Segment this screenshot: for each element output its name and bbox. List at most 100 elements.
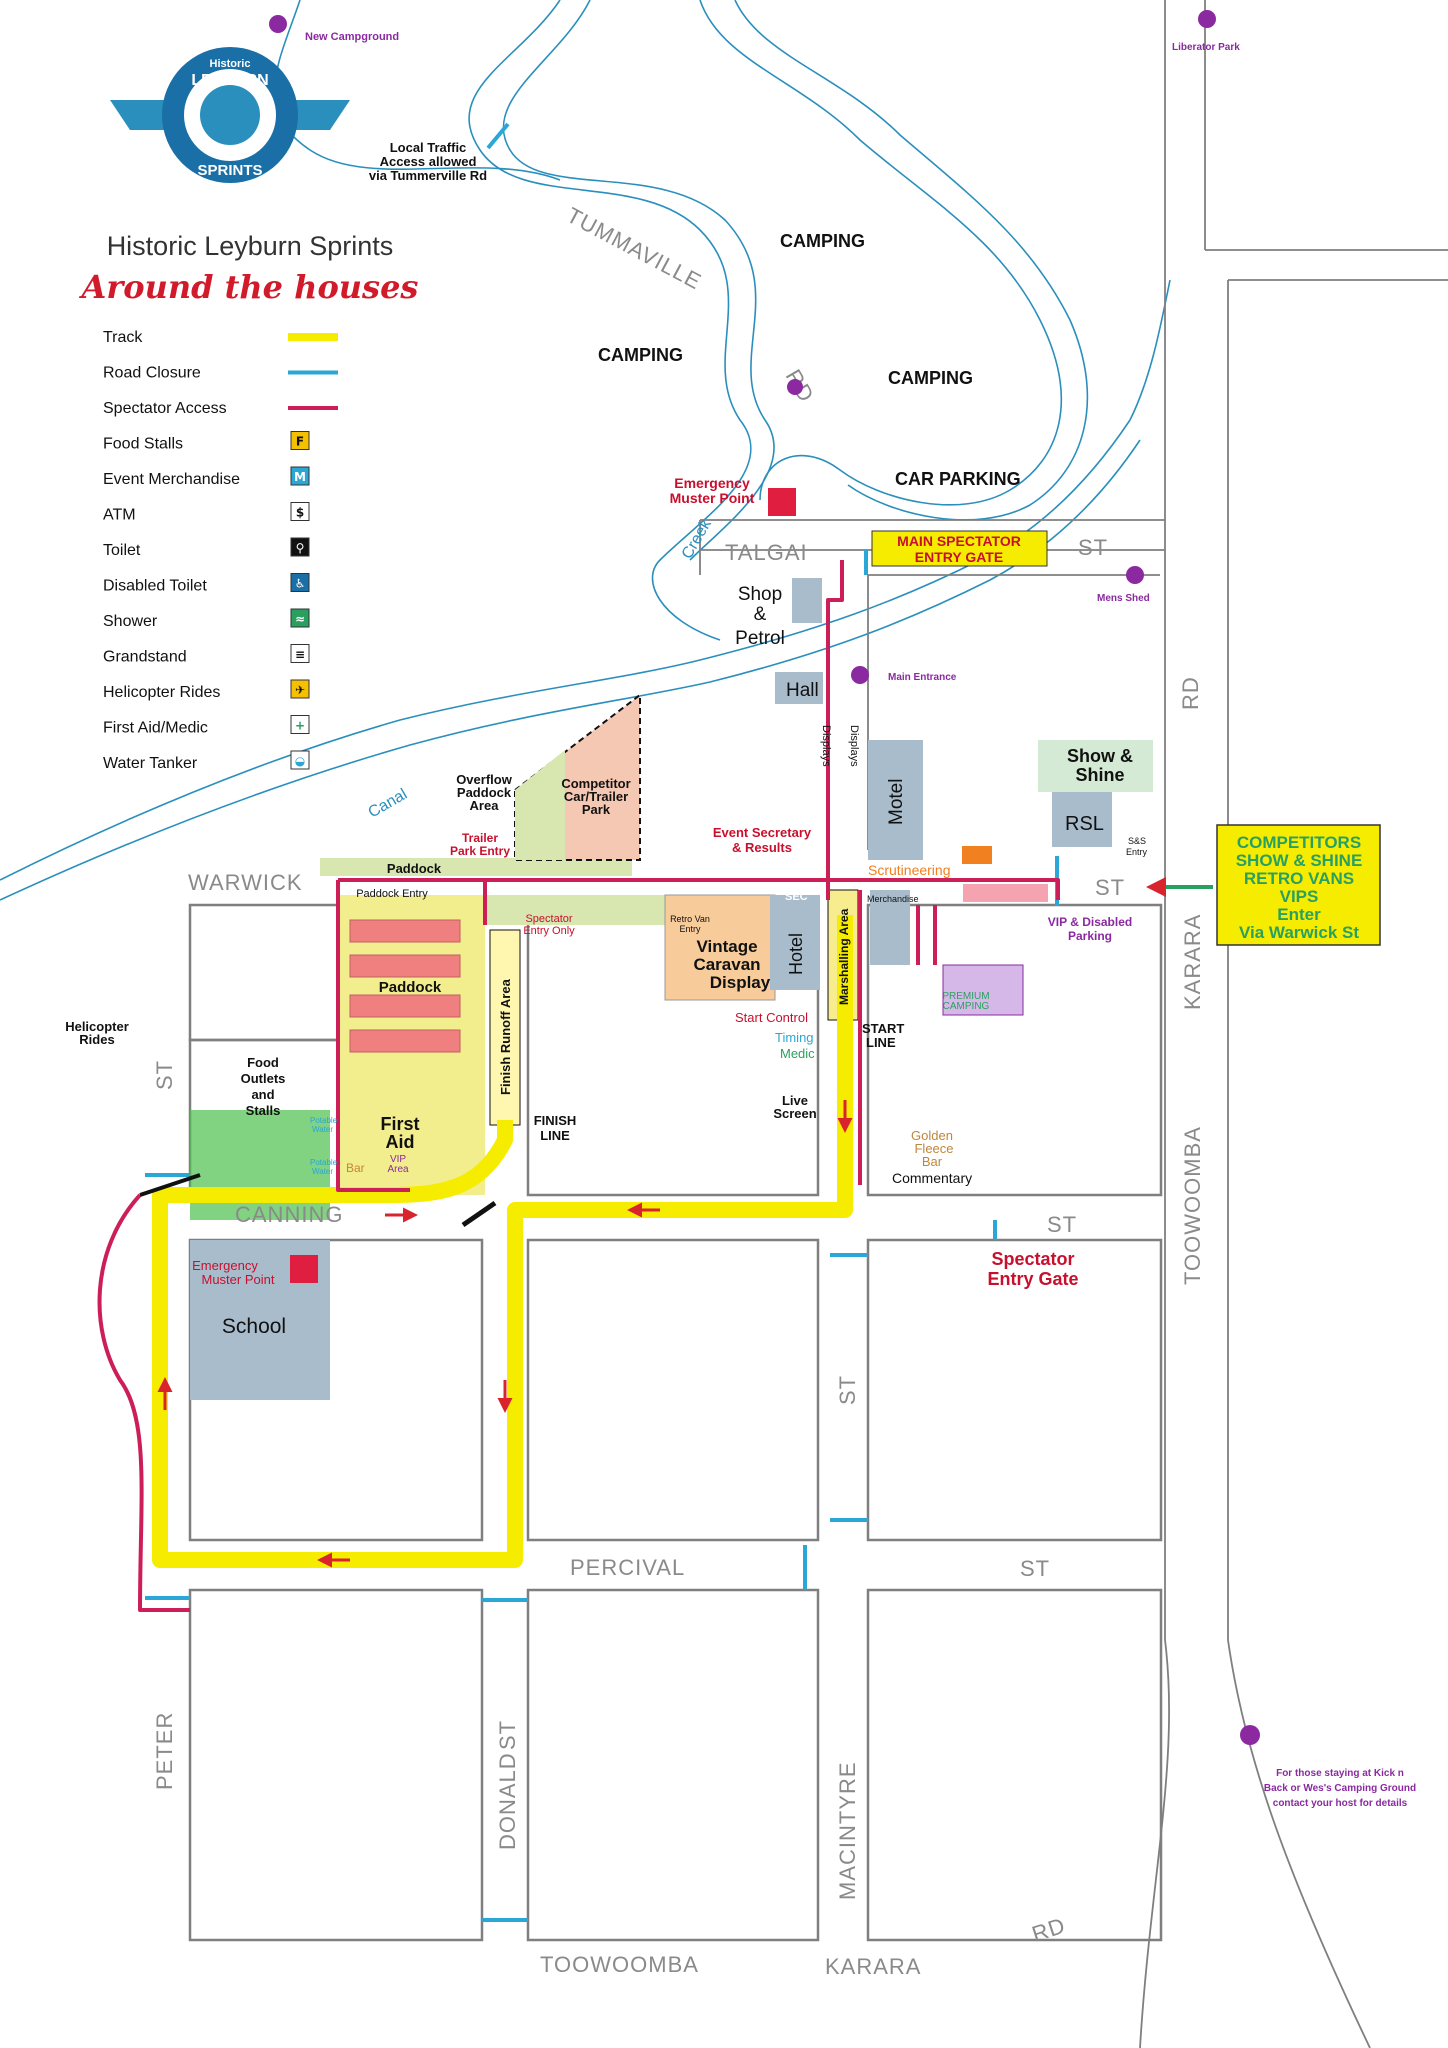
label-local-traffic-2: Access allowed	[380, 154, 477, 169]
svg-text:≡: ≡	[295, 648, 305, 662]
label-canal: Canal	[366, 786, 411, 822]
street-talgai-st: ST	[1078, 535, 1108, 560]
label-spectator-gate-1: Spectator	[991, 1249, 1074, 1269]
label-finish-line-2: LINE	[540, 1128, 570, 1143]
street-peter: PETER	[152, 1712, 177, 1790]
street-blocks	[188, 903, 1163, 1942]
label-potable-2a: Potable	[310, 1158, 338, 1167]
label-overflow-1: Overflow	[456, 772, 513, 787]
street-canning-st: ST	[1047, 1212, 1077, 1237]
paddock-entry-road	[139, 1173, 201, 1197]
label-timing: Timing	[775, 1030, 814, 1045]
label-medic: Medic	[780, 1046, 815, 1061]
logo-bottom-text: SPRINTS	[197, 162, 262, 179]
street-donald-st: ST	[495, 1720, 520, 1750]
legend-label: Food Stalls	[103, 436, 183, 453]
label-premium-2: CAMPING	[943, 1001, 990, 1012]
svg-text:$: $	[296, 506, 304, 520]
street-percival-st: ST	[1020, 1556, 1050, 1581]
label-camping-2: CAMPING	[598, 345, 683, 365]
legend-symbol-shower: ≈	[290, 608, 310, 628]
legend-symbol-firstaid: +	[290, 715, 310, 734]
paddock-zones	[320, 692, 675, 1195]
label-paddock-entry: Paddock Entry	[356, 888, 428, 900]
label-vip-parking-1: VIP & Disabled	[1048, 915, 1132, 929]
svg-text:⚲: ⚲	[296, 541, 305, 555]
legend-label: ATM	[103, 507, 136, 524]
label-start-control: Start Control	[735, 1010, 808, 1025]
label-school: School	[222, 1315, 286, 1338]
spectator-access	[97, 560, 1060, 1612]
label-finish-runoff: Finish Runoff Area	[498, 978, 513, 1095]
legend-symbol-M: M	[290, 466, 310, 486]
street-talgai: TALGAI	[725, 540, 808, 565]
label-spectator-entry-1: Spectator	[525, 913, 572, 925]
main-spectator-gate: MAIN SPECTATOR ENTRY GATE	[871, 530, 1048, 567]
street-rd-vertical: RD	[1178, 676, 1203, 710]
label-potable-2b: Water	[312, 1167, 333, 1176]
label-start-line-2: LINE	[866, 1035, 896, 1050]
logo-name-text: LEYBURN	[191, 72, 268, 89]
label-helicopter-2: Rides	[79, 1032, 114, 1047]
street-peter-st: ST	[152, 1060, 177, 1090]
label-competitor-2: Car/Trailer	[564, 789, 628, 804]
label-kick-3: contact your host for details	[1273, 1798, 1408, 1809]
street-names: TUMMAVILLE RD TALGAI ST WARWICK ST CANNI…	[152, 202, 1205, 1979]
label-school-muster-1: Emergency	[192, 1258, 258, 1273]
street-rd-south: RD	[1029, 1913, 1069, 1947]
label-ss-entry-2: Entry	[1126, 847, 1148, 857]
track-arrows	[157, 1100, 853, 1568]
legend-label: Disabled Toilet	[103, 578, 207, 595]
label-overflow-2: Paddock	[457, 785, 512, 800]
legend-symbol-disabled: ♿	[290, 573, 310, 592]
label-overflow-3: Area	[470, 798, 500, 813]
street-toowoomba-vertical: TOOWOOMBA	[1180, 1126, 1205, 1285]
label-liberator-park: Liberator Park	[1172, 42, 1240, 53]
label-kick-1: For those staying at Kick n	[1276, 1768, 1404, 1779]
street-karara-vertical: KARARA	[1180, 914, 1205, 1010]
label-potable-1a: Potable	[310, 1116, 338, 1125]
label-spectator-gate-2: Entry Gate	[987, 1269, 1078, 1289]
legend-label: First Aid/Medic	[103, 720, 208, 737]
label-food-outlets-4: Stalls	[246, 1103, 281, 1118]
legend-label: Helicopter Rides	[103, 684, 220, 701]
label-competitor-1: Competitor	[561, 776, 630, 791]
svg-text:♿: ♿	[295, 577, 306, 591]
svg-text:F: F	[296, 435, 304, 449]
label-competitors-2: SHOW & SHINE	[1236, 851, 1363, 870]
label-potable-1b: Water	[312, 1125, 333, 1134]
label-food-outlets-3: and	[251, 1087, 274, 1102]
label-competitors-6: Via Warwick St	[1239, 923, 1359, 942]
map-title: Historic Leyburn Sprints	[107, 231, 394, 261]
legend-symbol-heli: ✈	[290, 679, 310, 699]
label-paddock-road: Paddock	[387, 861, 442, 876]
label-live-screen-1: Live	[782, 1093, 808, 1108]
logo-top-text: Historic	[210, 58, 251, 70]
label-golden-fleece-2: Fleece	[914, 1141, 953, 1156]
label-school-muster-2: Muster Point	[202, 1272, 275, 1287]
label-camping-3: CAMPING	[888, 368, 973, 388]
label-vintage-1: Vintage	[696, 937, 757, 956]
svg-text:M: M	[294, 470, 306, 484]
svg-text:≈: ≈	[295, 612, 305, 626]
label-main-entrance: Main Entrance	[888, 672, 957, 683]
label-displays-1: Displays	[820, 725, 832, 767]
label-car-parking: CAR PARKING	[895, 469, 1021, 489]
label-camping-1: CAMPING	[780, 231, 865, 251]
label-main-gate-2: ENTRY GATE	[915, 549, 1003, 565]
label-live-screen-2: Screen	[773, 1106, 816, 1121]
legend-label: Event Merchandise	[103, 471, 240, 488]
label-competitors-1: COMPETITORS	[1237, 833, 1361, 852]
label-vintage-3: Display	[710, 973, 771, 992]
label-golden-fleece-1: Golden	[911, 1128, 953, 1143]
legend-symbol-toilet: ⚲	[290, 537, 310, 557]
race-track	[152, 915, 853, 1568]
street-warwick-st: ST	[1095, 875, 1125, 900]
label-motel: Motel	[886, 779, 907, 825]
label-local-traffic-1: Local Traffic	[390, 140, 467, 155]
label-retro-entry-1: Retro Van	[670, 914, 710, 924]
label-event-secretary-2: & Results	[732, 840, 792, 855]
label-vip-area-1: VIP	[390, 1154, 406, 1165]
